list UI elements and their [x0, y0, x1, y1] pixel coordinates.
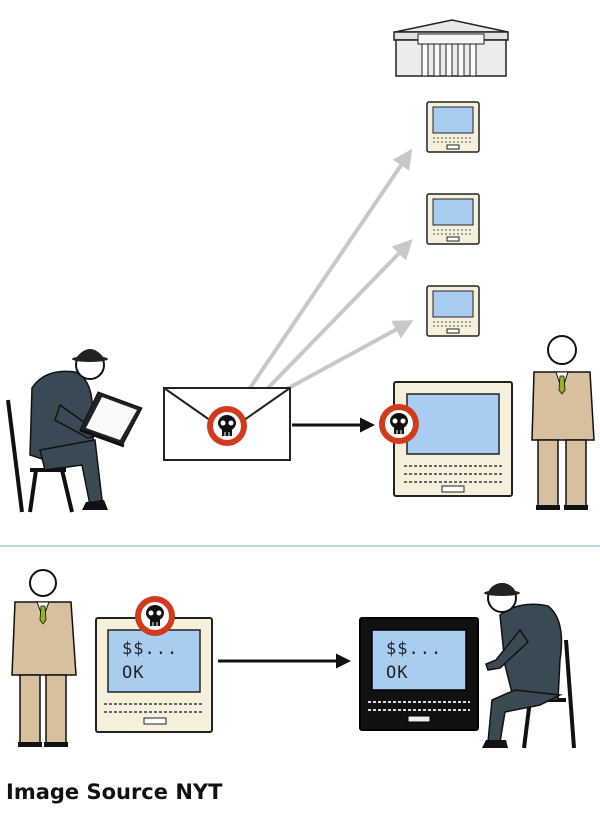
victim-figure: [11, 569, 77, 747]
skull-icon: [378, 403, 420, 445]
bank-building-icon: [393, 19, 509, 77]
spam-arrows: [248, 148, 414, 392]
computer-icon: [426, 101, 480, 153]
phishing-diagram: $$... OK $$... OK: [0, 19, 600, 749]
skull-icon: [206, 405, 248, 447]
computer-icon: [426, 193, 480, 245]
victim-screen-line2: OK: [122, 663, 144, 683]
victim-screen-line1: $$...: [122, 639, 178, 659]
attacker-screen-line2: OK: [386, 663, 408, 683]
computer-icon: $$... OK: [359, 617, 479, 731]
victim-figure: [531, 335, 595, 510]
image-source-caption: Image Source NYT: [6, 780, 223, 804]
skull-icon: [134, 595, 176, 637]
computer-icon: [426, 285, 480, 337]
attacker-screen-line1: $$...: [386, 639, 442, 659]
attacker-figure: [482, 583, 576, 749]
attacker-figure: [6, 349, 143, 513]
computer-icon: $$... OK: [95, 617, 213, 733]
computer-icon: [393, 381, 513, 497]
